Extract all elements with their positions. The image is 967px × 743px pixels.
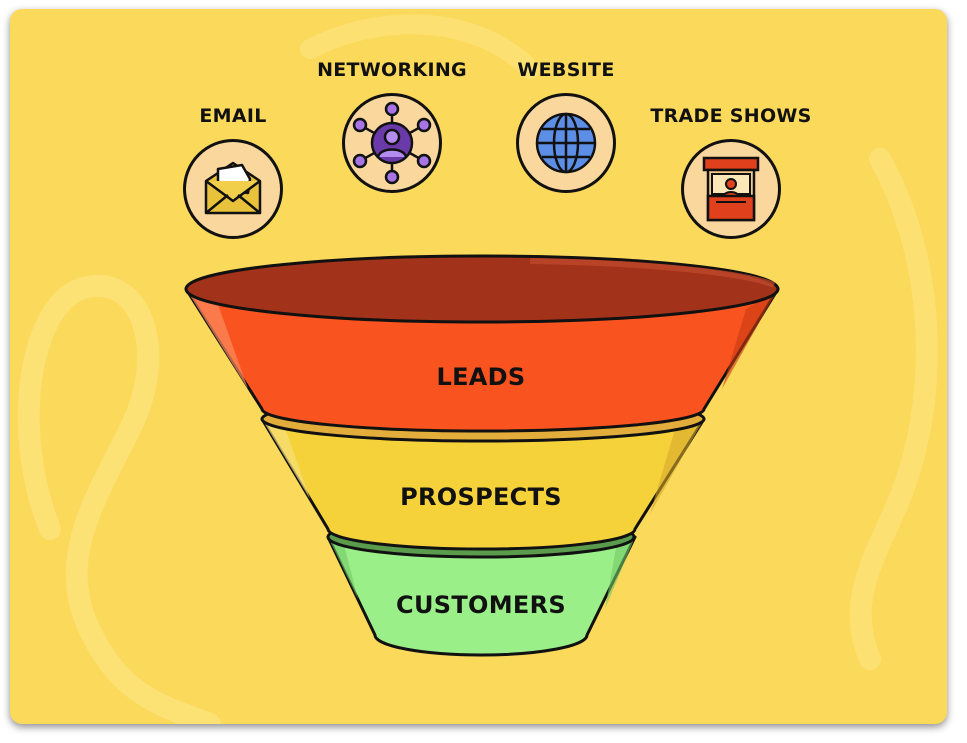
- icon-circle: [681, 139, 781, 239]
- diagram-card: EMAIL NETWORKING: [10, 9, 947, 724]
- icon-circle: [183, 139, 283, 239]
- icon-circle: [516, 93, 616, 193]
- booth-icon: [702, 156, 760, 222]
- funnel: [184, 254, 780, 657]
- source-networking: NETWORKING: [312, 59, 472, 193]
- source-label: TRADE SHOWS: [650, 105, 812, 127]
- icon-circle: [342, 93, 442, 193]
- source-trade-shows: TRADE SHOWS: [640, 105, 822, 239]
- background-swirl: [17, 14, 938, 724]
- funnel-label-customers: CUSTOMERS: [396, 591, 566, 619]
- funnel-label-prospects: PROSPECTS: [400, 483, 562, 511]
- source-email: EMAIL: [173, 105, 293, 239]
- funnel-stage-leads: [184, 254, 780, 433]
- source-label: WEBSITE: [517, 59, 615, 81]
- source-website: WEBSITE: [496, 59, 636, 193]
- globe-icon: [535, 112, 597, 174]
- source-label: NETWORKING: [317, 59, 467, 81]
- funnel-label-leads: LEADS: [436, 363, 526, 391]
- envelope-icon: [204, 161, 262, 215]
- source-label: EMAIL: [199, 105, 267, 127]
- network-icon: [352, 101, 432, 185]
